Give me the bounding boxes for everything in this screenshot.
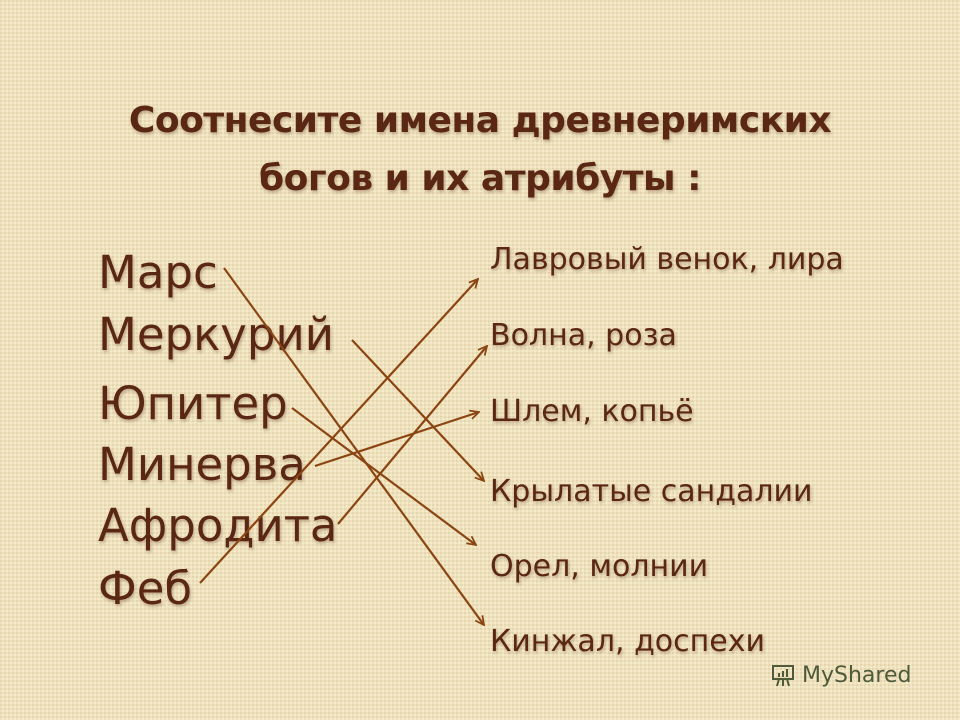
god-item[interactable]: Минерва xyxy=(98,438,306,491)
slide-title: Соотнесите имена древнеримских богов и и… xyxy=(0,92,960,208)
god-item[interactable]: Феб xyxy=(98,562,193,615)
god-item[interactable]: Афродита xyxy=(98,499,338,552)
match-arrow xyxy=(314,412,479,468)
attribute-item[interactable]: Шлем, копьё xyxy=(490,394,694,429)
god-item[interactable]: Юпитер xyxy=(98,377,288,430)
attribute-item[interactable]: Лавровый венок, лира xyxy=(490,242,844,277)
watermark-label: MyShared xyxy=(802,662,912,688)
presentation-board-icon xyxy=(772,665,794,687)
attribute-item[interactable]: Крылатые сандалии xyxy=(490,474,813,509)
title-line-1: Соотнесите имена древнеримских xyxy=(128,100,832,141)
match-arrow xyxy=(351,339,484,481)
match-arrow xyxy=(337,346,487,525)
god-item[interactable]: Марс xyxy=(98,246,218,299)
title-line-2: богов и их атрибуты : xyxy=(258,158,702,199)
god-item[interactable]: Меркурий xyxy=(98,308,334,361)
attribute-item[interactable]: Волна, роза xyxy=(490,318,677,353)
attribute-item[interactable]: Кинжал, доспехи xyxy=(490,624,765,659)
watermark: MyShared xyxy=(770,662,911,688)
attribute-item[interactable]: Орел, молнии xyxy=(490,549,709,584)
